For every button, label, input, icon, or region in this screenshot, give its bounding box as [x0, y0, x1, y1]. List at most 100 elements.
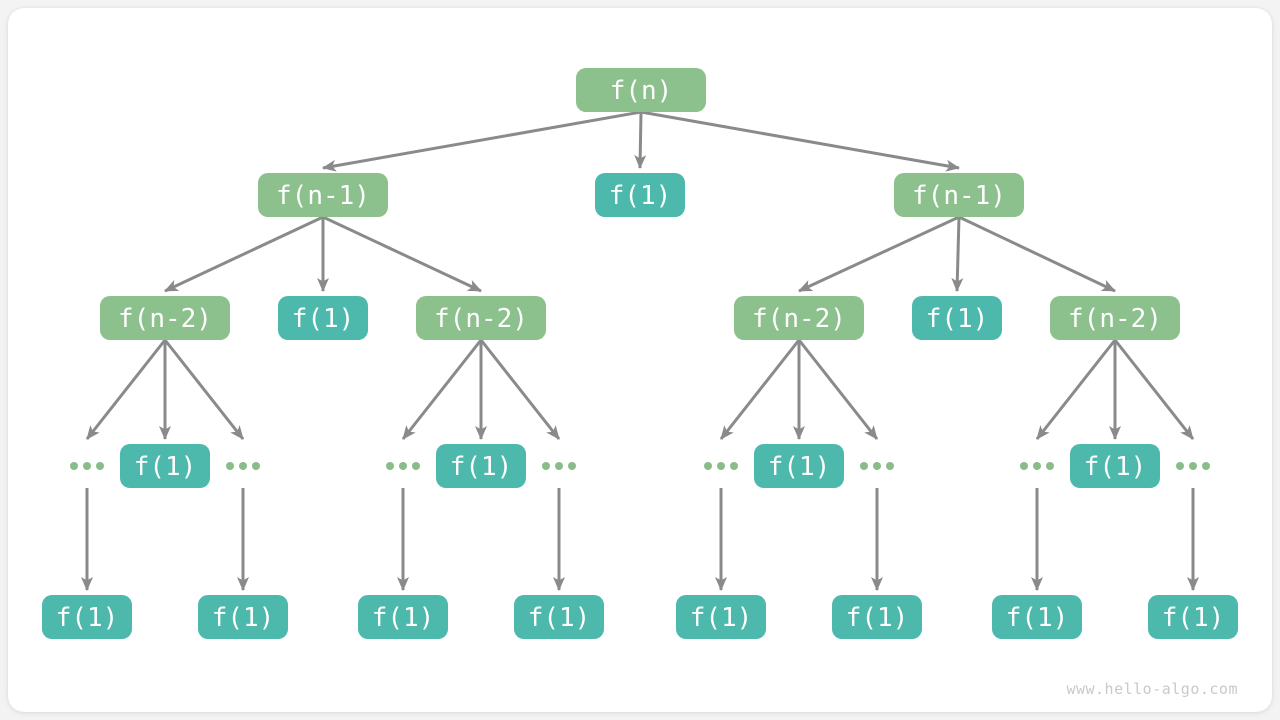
dot	[1202, 462, 1210, 470]
node-label: f(1)	[56, 603, 119, 633]
node-box	[42, 595, 132, 639]
node-label: f(1)	[768, 452, 831, 482]
tree-node-l4a: f(1)	[120, 444, 210, 488]
edge-arrow	[958, 215, 1116, 293]
dot	[386, 462, 394, 470]
node-box	[912, 296, 1002, 340]
dot	[1020, 462, 1028, 470]
node-label: f(1)	[1162, 603, 1225, 633]
dot	[239, 462, 247, 470]
node-box	[832, 595, 922, 639]
dot	[1176, 462, 1184, 470]
tree-node-b2: f(1)	[198, 595, 288, 639]
node-box	[992, 595, 1082, 639]
edge-arrow	[634, 111, 647, 169]
node-label: f(n-2)	[752, 304, 846, 334]
tree-node-l3e: f(1)	[912, 296, 1002, 340]
tree-node-b8: f(1)	[1148, 595, 1238, 639]
node-box	[436, 444, 526, 488]
tree-node-b6: f(1)	[832, 595, 922, 639]
edge-arrow	[798, 215, 960, 293]
ellipsis-dots	[1176, 462, 1210, 470]
ellipsis-dots	[542, 462, 576, 470]
tree-node-l4c: f(1)	[754, 444, 844, 488]
tree-node-l2c: f(n-1)	[894, 173, 1024, 217]
dot	[399, 462, 407, 470]
edge-arrow	[163, 339, 245, 440]
tree-node-l3f: f(n-2)	[1050, 296, 1180, 340]
node-box	[734, 296, 864, 340]
dot	[70, 462, 78, 470]
dot	[1046, 462, 1054, 470]
node-box	[754, 444, 844, 488]
dot	[873, 462, 881, 470]
tree-node-b4: f(1)	[514, 595, 604, 639]
node-label: f(1)	[926, 304, 989, 334]
ellipsis-dots	[860, 462, 894, 470]
node-box	[278, 296, 368, 340]
dot	[717, 462, 725, 470]
tree-node-b7: f(1)	[992, 595, 1082, 639]
node-label: f(1)	[212, 603, 275, 633]
node-label: f(1)	[690, 603, 753, 633]
tree-node-l3b: f(1)	[278, 296, 368, 340]
node-label: f(n-1)	[912, 181, 1006, 211]
tree-node-l4d: f(1)	[1070, 444, 1160, 488]
dot	[542, 462, 550, 470]
node-label: f(1)	[609, 181, 672, 211]
ellipsis-dots	[1020, 462, 1054, 470]
edge-arrow	[951, 216, 964, 292]
dot	[704, 462, 712, 470]
dot	[886, 462, 894, 470]
tree-node-l3c: f(n-2)	[416, 296, 546, 340]
node-label: f(n-2)	[1068, 304, 1162, 334]
ellipsis-dots	[70, 462, 104, 470]
edge-arrow	[85, 339, 167, 440]
dot	[83, 462, 91, 470]
node-box	[514, 595, 604, 639]
watermark-text: www.hello-algo.com	[1066, 680, 1238, 698]
node-label: f(1)	[292, 304, 355, 334]
node-box	[595, 173, 685, 217]
dot	[252, 462, 260, 470]
tree-node-l2a: f(n-1)	[258, 173, 388, 217]
edge-arrow	[1035, 339, 1117, 440]
node-box	[1070, 444, 1160, 488]
node-box	[576, 68, 706, 112]
tree-node-b3: f(1)	[358, 595, 448, 639]
dot	[568, 462, 576, 470]
node-box	[1148, 595, 1238, 639]
node-box	[100, 296, 230, 340]
dot	[226, 462, 234, 470]
node-box	[258, 173, 388, 217]
edge-arrow	[640, 110, 960, 172]
dot	[1189, 462, 1197, 470]
node-label: f(n)	[610, 76, 673, 106]
dot	[96, 462, 104, 470]
node-box	[358, 595, 448, 639]
edge-arrow	[1113, 339, 1195, 440]
node-label: f(1)	[372, 603, 435, 633]
edge-arrow	[164, 215, 324, 293]
node-box	[416, 296, 546, 340]
tree-node-b1: f(1)	[42, 595, 132, 639]
edge-arrow	[797, 339, 879, 440]
node-label: f(1)	[1084, 452, 1147, 482]
node-box	[120, 444, 210, 488]
edge-arrow	[401, 339, 483, 440]
edge-arrow	[479, 339, 561, 440]
dot	[730, 462, 738, 470]
edge-arrow	[322, 110, 642, 172]
tree-node-root: f(n)	[576, 68, 706, 112]
dot	[1033, 462, 1041, 470]
tree-node-l4b: f(1)	[436, 444, 526, 488]
dot	[555, 462, 563, 470]
tree-node-l2b: f(1)	[595, 173, 685, 217]
node-label: f(1)	[134, 452, 197, 482]
node-box	[198, 595, 288, 639]
tree-node-b5: f(1)	[676, 595, 766, 639]
ellipsis-dots	[386, 462, 420, 470]
node-box	[894, 173, 1024, 217]
